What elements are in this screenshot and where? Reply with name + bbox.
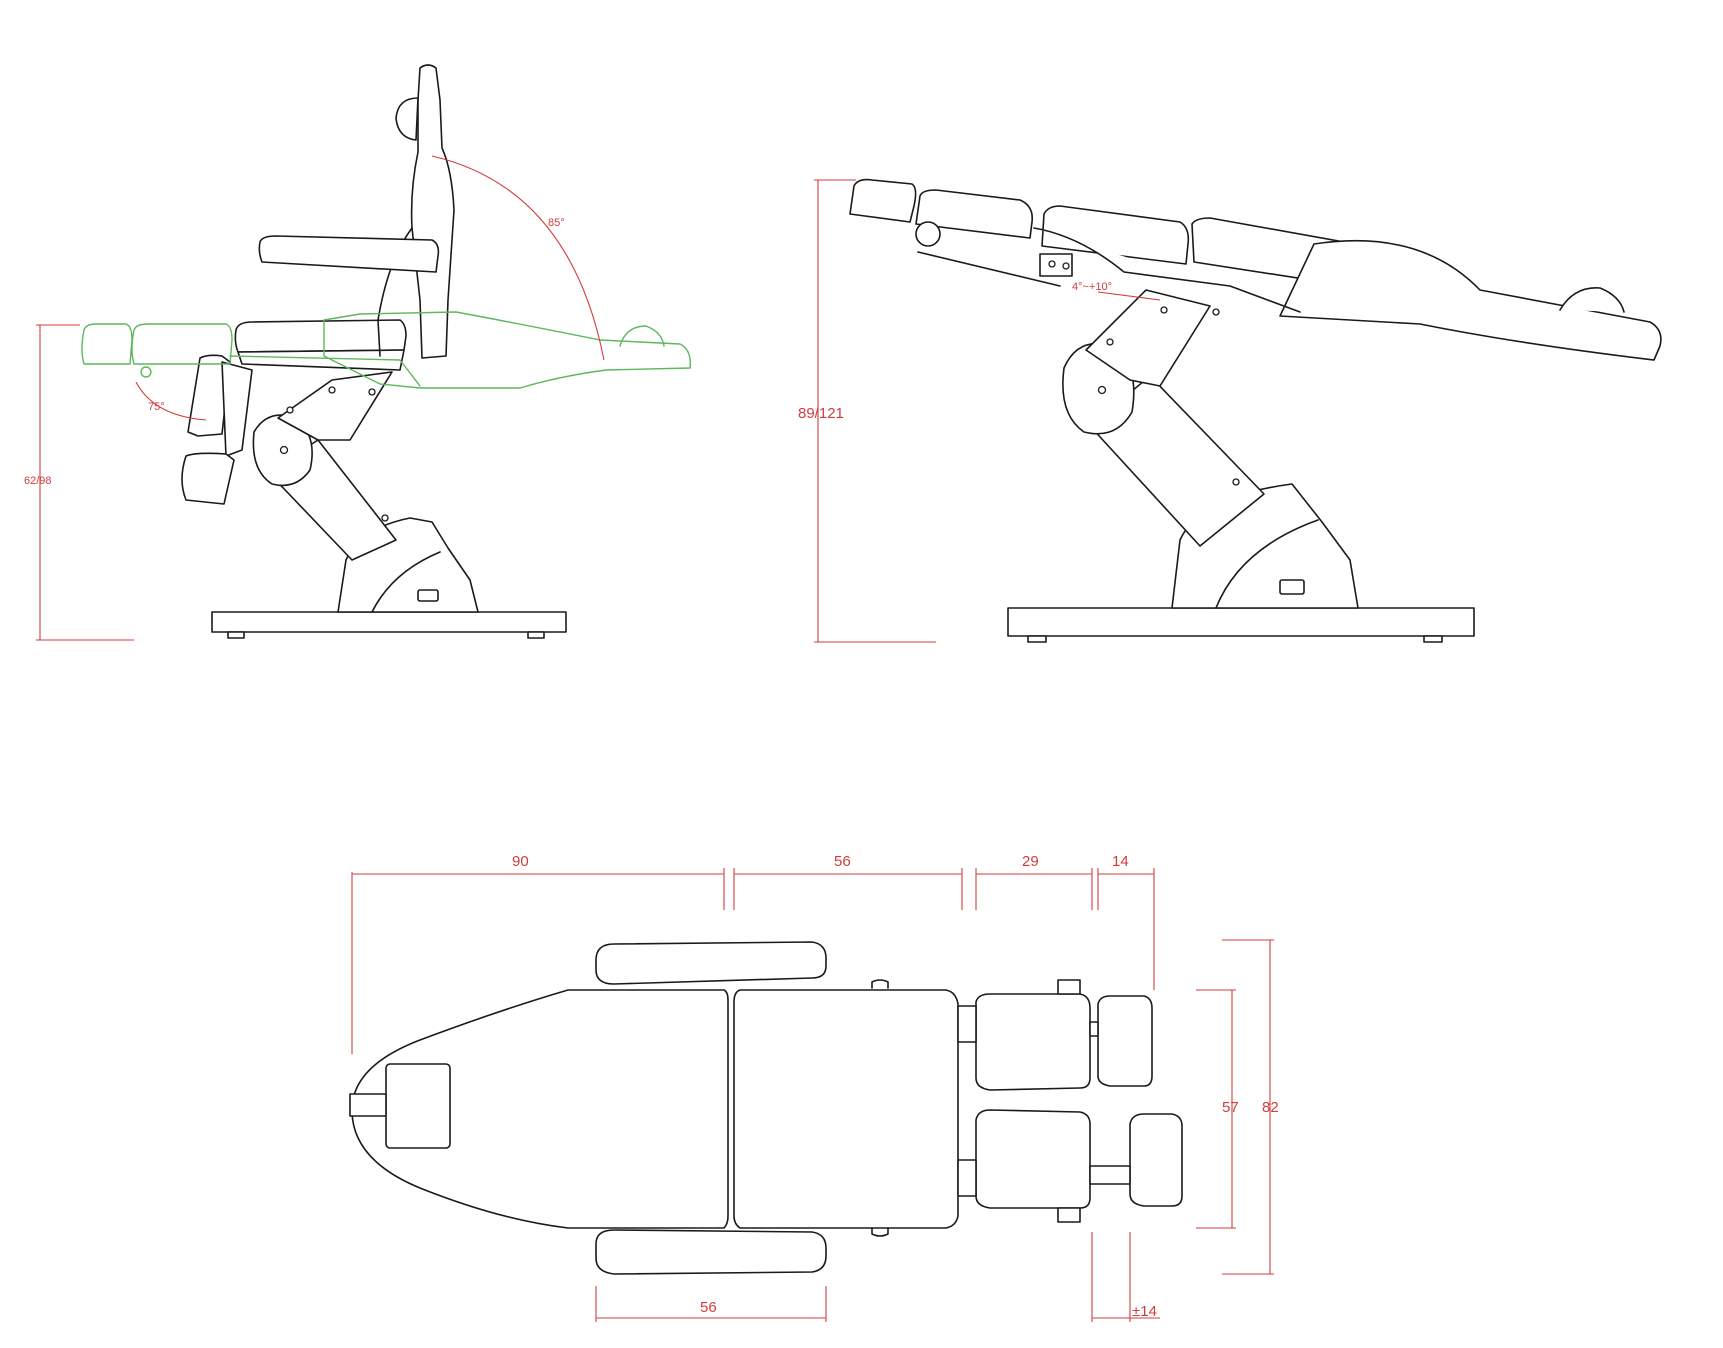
side-view-upright: 62/98 85° 75° xyxy=(24,64,691,641)
armrest-length-label: 56 xyxy=(700,1299,717,1316)
legrest-foot xyxy=(181,452,235,505)
length-label-backrest: 90 xyxy=(512,853,529,870)
side-view-flat: 89/121 4°~+10° xyxy=(798,178,1662,643)
flat-position-overlay xyxy=(81,311,691,389)
backrest-top xyxy=(351,989,729,1229)
legrest-left-top xyxy=(975,993,1091,1091)
length-label-seat: 56 xyxy=(834,853,851,870)
upper-arm xyxy=(277,371,393,441)
armrest-bottom xyxy=(595,1229,827,1275)
armrest-top xyxy=(595,941,827,985)
backrest xyxy=(410,64,455,359)
seat-top xyxy=(733,989,959,1229)
base-foot-left xyxy=(227,631,245,639)
headrest-top xyxy=(385,1063,451,1149)
length-label-legrest: 29 xyxy=(1022,853,1039,870)
width-label-outer: 82 xyxy=(1262,1099,1279,1116)
top-view: 90 56 29 14 57 82 xyxy=(349,853,1279,1322)
footrest-right-top xyxy=(1129,1113,1183,1207)
leg-angle-label: 75° xyxy=(148,401,165,413)
armrest-dimension: 56 xyxy=(595,1286,827,1322)
upper-body-section xyxy=(915,189,1034,239)
middle-section xyxy=(1041,205,1190,265)
gas-spring-pivot xyxy=(915,221,941,247)
footrest-left-top xyxy=(1097,995,1153,1087)
armrest xyxy=(258,235,440,273)
base-plate xyxy=(211,611,567,633)
base-foot-right xyxy=(527,631,545,639)
seat-cushion xyxy=(234,319,407,353)
length-dimensions: 90 56 29 14 xyxy=(351,853,1155,1054)
backrest-angle-label: 85° xyxy=(548,217,565,229)
control-port-2 xyxy=(1279,579,1305,595)
base-plate-2 xyxy=(1007,607,1475,637)
height-label-flat: 89/121 xyxy=(798,405,844,422)
foot-section xyxy=(1279,239,1662,361)
headrest-pad xyxy=(395,97,419,141)
upper-arm-2 xyxy=(1085,289,1211,387)
height-label-upright: 62/98 xyxy=(24,475,52,487)
legrest-upper xyxy=(187,354,231,437)
legrest-right-top xyxy=(975,1109,1091,1209)
length-label-footrest: 14 xyxy=(1112,853,1129,870)
width-dimensions: 57 82 xyxy=(1196,939,1279,1275)
tilt-label: 4°~+10° xyxy=(1072,281,1112,293)
head-section xyxy=(849,178,917,223)
leg-offset-label: ±14 xyxy=(1132,1303,1157,1320)
leg-offset-dimension: ±14 xyxy=(1091,1232,1160,1322)
width-label-inner: 57 xyxy=(1222,1099,1239,1116)
control-port xyxy=(417,589,439,602)
